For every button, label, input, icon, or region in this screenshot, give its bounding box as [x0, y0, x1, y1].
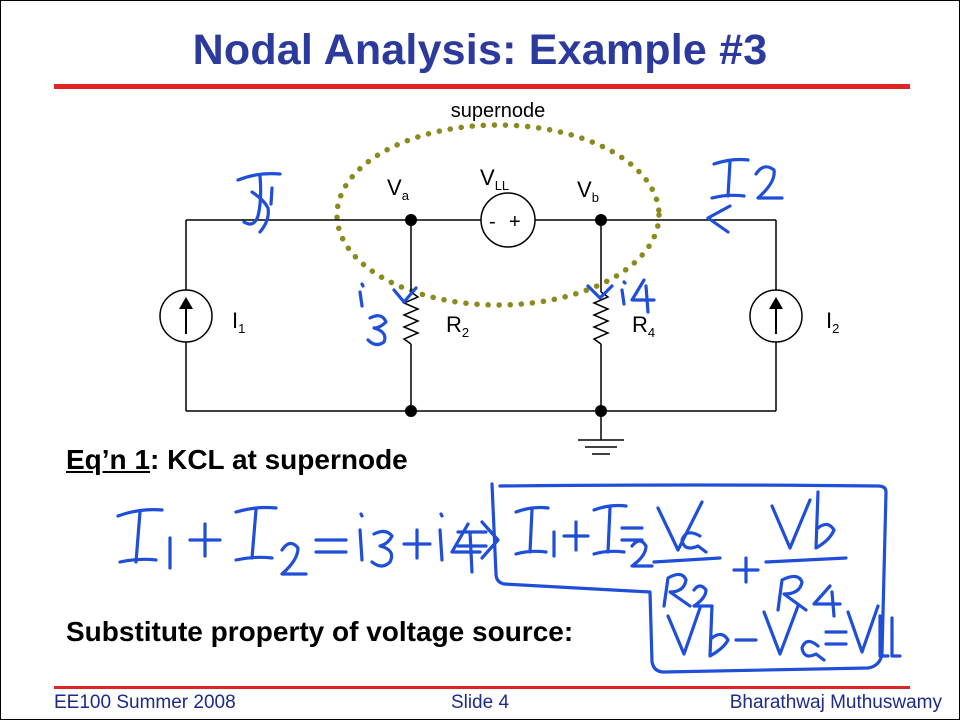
footer-course: EE100 Summer 2008 — [54, 692, 236, 713]
r2-label: R2 — [446, 312, 469, 340]
nodes — [405, 214, 607, 417]
wires — [185, 219, 777, 440]
footer-divider — [54, 686, 910, 689]
current-source-i1 — [159, 289, 213, 343]
supernode-boundary — [334, 122, 662, 308]
title-divider — [54, 84, 910, 89]
handwritten-current-labels — [236, 157, 784, 347]
slide-title: Nodal Analysis: Example #3 — [192, 26, 768, 74]
node-a-dot — [405, 214, 417, 226]
current-source-i2 — [749, 289, 803, 343]
i2-label: I2 — [826, 308, 839, 336]
substitute-text: Substitute property of voltage source: — [66, 616, 574, 647]
handwritten-kcl-equation — [116, 490, 848, 618]
resistor-r4 — [592, 291, 610, 345]
i1-label: I1 — [232, 308, 245, 336]
vll-label: VLL — [480, 165, 509, 193]
bottom-node-left-dot — [405, 405, 417, 417]
node-a-label: Va — [387, 175, 410, 203]
eqn1-label: Eq’n 1 — [66, 444, 151, 475]
eqn1-text: : KCL at supernode — [150, 444, 408, 475]
footer-slide-number: Slide 4 — [450, 692, 510, 713]
supernode-label: supernode — [451, 100, 546, 122]
handwritten-vsource-equation — [666, 604, 902, 662]
r4-label: R4 — [632, 312, 655, 340]
bottom-node-right-dot — [595, 405, 607, 417]
voltage-source-vll: - + — [480, 192, 536, 248]
source-minus: - — [489, 211, 496, 233]
node-b-label: Vb — [577, 177, 599, 205]
eqn1-heading: Eq’n 1: KCL at supernode — [66, 444, 408, 476]
resistor-r2 — [402, 291, 420, 345]
source-plus: + — [509, 211, 521, 233]
node-b-dot — [595, 214, 607, 226]
handwritten-box — [490, 482, 888, 674]
ground-symbol — [578, 439, 624, 455]
footer-author: Bharathwaj Muthuswamy — [729, 692, 942, 713]
